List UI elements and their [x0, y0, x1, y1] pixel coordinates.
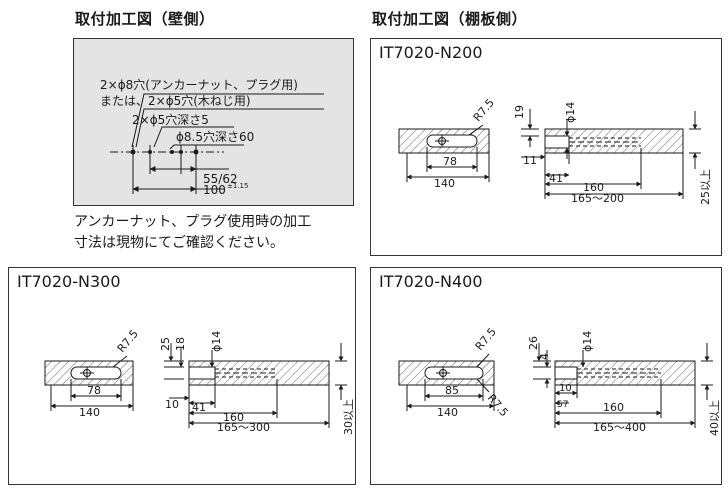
n200-thick: 25以上 — [699, 169, 712, 205]
wall-dim-100-tol: ±1.15 — [227, 182, 248, 190]
n400-svg: R7.5 R7.5 85 140 26 4 ϕ14 10 57 160 165～… — [398, 325, 721, 436]
n200-r: R7.5 — [471, 96, 497, 124]
shelf-side-heading: 取付加工図（棚板側） — [372, 10, 528, 28]
n300-model-label: IT7020-N300 — [17, 272, 121, 291]
leader-phi5 — [135, 108, 324, 148]
leader-phi5-depth — [153, 126, 234, 148]
n400-d10: 10 — [559, 383, 572, 394]
hole-phi8-left — [130, 149, 136, 155]
wall-label-phi5: または、2×ϕ5穴(木ねじ用) — [100, 93, 251, 108]
wall-side-heading: 取付加工図（壁側） — [75, 10, 215, 28]
wall-note: アンカーナット、プラグ使用時の加工 寸法は現物にてご確認ください。 — [74, 212, 364, 254]
leader-phi8 — [131, 93, 324, 148]
n400-panel: IT7020-N400 — [370, 267, 722, 485]
n300-panel: IT7020-N300 — [8, 267, 356, 485]
n200-d165: 165～200 — [571, 192, 624, 205]
n300-d160: 160 — [223, 411, 244, 424]
wall-label-phi85: ϕ8.5穴深さ60 — [176, 129, 254, 144]
n400-d140: 140 — [437, 406, 458, 419]
n200-d11: 11 — [523, 154, 537, 167]
wall-label-phi5-depth: 2×ϕ5穴深さ5 — [132, 112, 209, 127]
n200-panel: IT7020-N200 — [370, 38, 722, 256]
wall-label-phi8: 2×ϕ8穴(アンカーナット、プラグ用) — [100, 77, 298, 92]
n400-model-label: IT7020-N400 — [379, 272, 483, 291]
n400-r1: R7.5 — [473, 325, 499, 353]
n300-d18: 18 — [174, 337, 187, 351]
n200-phi14: ϕ14 — [564, 102, 577, 123]
wall-note-line1: アンカーナット、プラグ使用時の加工 — [74, 214, 312, 230]
n300-svg: R7.5 78 140 25 18 ϕ14 10 41 160 165～300 … — [44, 327, 355, 435]
n300-d25: 25 — [159, 337, 172, 351]
wall-dim-55: 55/62 — [203, 172, 238, 186]
wall-drawing-panel: 2×ϕ8穴(アンカーナット、プラグ用) または、2×ϕ5穴(木ねじ用) 2×ϕ5… — [73, 38, 354, 206]
n300-d10: 10 — [165, 398, 179, 411]
wall-note-line2: 寸法は現物にてご確認ください。 — [74, 235, 284, 251]
n200-d78: 78 — [443, 155, 457, 168]
n400-d85: 85 — [445, 384, 459, 397]
hole-phi5-right — [179, 150, 183, 154]
n200-slot — [426, 134, 478, 148]
n200-svg: R7.5 78 140 19 ϕ14 11 41 160 165～200 25以… — [398, 96, 712, 205]
leader-phi85 — [169, 144, 244, 150]
hole-phi8-right — [193, 149, 199, 155]
wall-drawing-svg: 2×ϕ8穴(アンカーナット、プラグ用) または、2×ϕ5穴(木ねじ用) 2×ϕ5… — [100, 77, 324, 197]
n400-slot — [424, 366, 484, 380]
n200-d160: 160 — [583, 181, 604, 194]
n300-thick: 30以上 — [342, 399, 355, 435]
n400-d160: 160 — [603, 401, 624, 414]
n400-d165: 165～400 — [593, 421, 646, 434]
wall-dim-100: 100 — [203, 183, 226, 197]
n400-phi14: ϕ14 — [581, 331, 594, 352]
n300-d165: 165～300 — [217, 421, 270, 434]
n400-d26: 26 — [527, 336, 540, 350]
n300-d41: 41 — [192, 401, 206, 414]
n400-d4: 4 — [538, 353, 551, 360]
n400-r2: R7.5 — [485, 392, 511, 420]
hole-phi5-left — [148, 150, 152, 154]
n400-d57: 57 — [557, 400, 568, 410]
hole-phi85 — [170, 150, 174, 154]
n300-r: R7.5 — [115, 327, 141, 355]
n400-thick: 40以上 — [708, 400, 721, 436]
n200-d140: 140 — [434, 177, 455, 190]
n200-model-label: IT7020-N200 — [379, 43, 483, 62]
n300-d78: 78 — [87, 384, 101, 397]
n300-slot — [70, 366, 122, 380]
n300-phi14: ϕ14 — [210, 331, 223, 352]
n200-d41: 41 — [549, 172, 563, 185]
n200-d19: 19 — [513, 105, 526, 119]
n300-d140: 140 — [79, 406, 100, 419]
